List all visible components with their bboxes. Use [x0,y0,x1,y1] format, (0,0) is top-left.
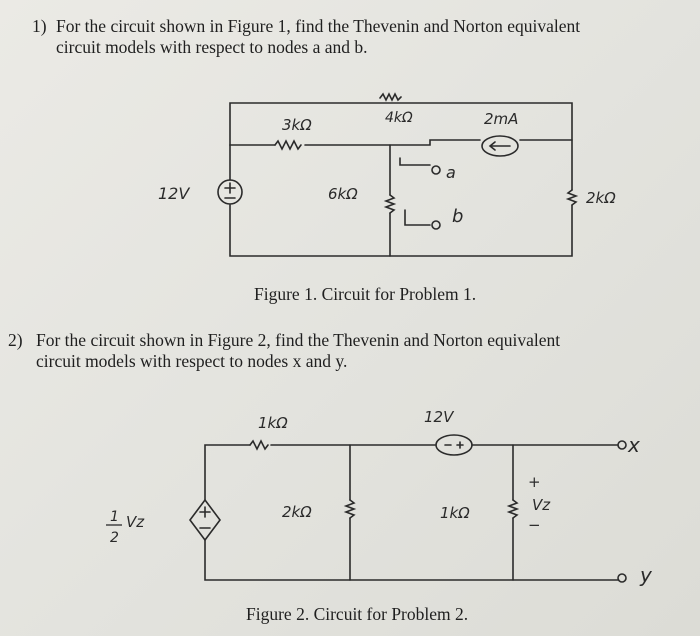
fig1-resistor-3k [274,139,302,151]
fig2-label-2k: 2kΩ [282,503,312,521]
fig1-label-2ma: 2mA [484,110,518,128]
problem-1-text-line2: circuit models with respect to nodes a a… [56,37,368,57]
fig2-label-1k: 1kΩ [440,504,470,522]
fig1-terminal-b [431,220,441,230]
fig1-voltage-source [217,179,243,205]
fig1-label-3k: 3kΩ [282,116,312,134]
fig2-voltage-source [435,434,473,456]
fig1-label-6k: 6kΩ [328,185,358,203]
fig1-terminal-a [431,165,441,175]
fig2-dependent-source [189,498,221,542]
fig1-top-wire [229,102,573,191]
problem-2-number: 2) [8,330,23,350]
fig1-label-12v: 12V [158,184,190,203]
fig2-terminal-x [617,440,627,450]
fig2-resistor-1k-top [249,439,269,451]
figure-2-caption: Figure 2. Circuit for Problem 2. [246,604,469,624]
fig1-label-4k: 4kΩ [385,110,413,126]
fig1-bottom-wire [229,204,573,257]
problem-2-text-line2: circuit models with respect to nodes x a… [36,351,348,371]
figure-1-caption: Figure 1. Circuit for Problem 1. [254,284,477,304]
fig1-label-b: b [452,206,463,227]
fig2-label-12v: 12V [424,408,455,426]
fig2-dep-den: 2 [110,530,119,546]
fig2-label-plus: + [528,473,541,491]
fig2-label-y: y [639,563,653,587]
fig2-label-1k-top: 1kΩ [258,414,288,432]
problem-2-text-line1: For the circuit shown in Figure 2, find … [36,330,561,350]
fig1-resistor-6k [383,194,397,214]
problem-1-number: 1) [32,16,47,36]
fig1-label-2k: 2kΩ [586,189,616,207]
fig2-dep-num: 1 [110,509,119,525]
fig2-label-vz: Vz [532,496,551,514]
fig1-current-source [481,135,519,157]
fig1-resistor-4k [379,92,402,102]
fig2-label-x: x [627,433,640,457]
fig2-terminal-y [617,573,627,583]
fig2-dep-vz: Vz [126,513,145,531]
fig2-label-minus: − [528,516,541,534]
fig1-label-a: a [446,163,456,182]
problem-1-text-line1: For the circuit shown in Figure 1, find … [56,16,581,36]
fig2-resistor-1k [506,499,520,519]
fig2-resistor-2k [343,499,357,519]
fig1-resistor-2k [565,189,579,206]
